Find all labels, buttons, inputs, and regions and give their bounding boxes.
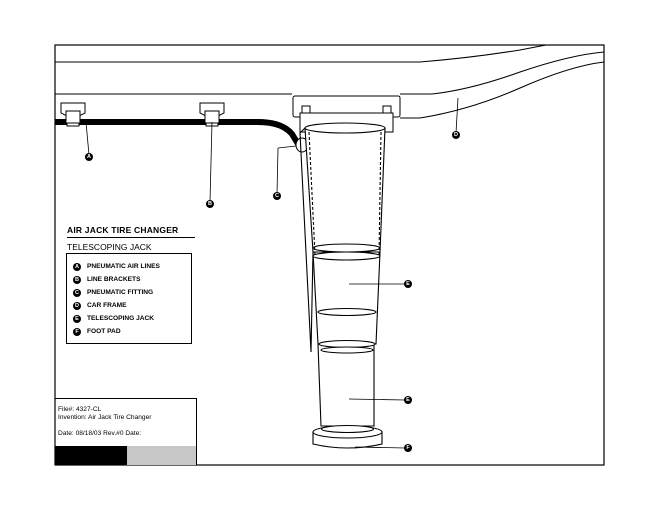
file-info-box: File#: 4327-CL Invention: Air Jack Tire … bbox=[55, 398, 197, 465]
drawing-title: AIR JACK TIRE CHANGER bbox=[67, 224, 195, 238]
revision-date: Date: 08/18/03 Rev.#0 Date: bbox=[58, 430, 142, 437]
legend-label: PNEUMATIC FITTING bbox=[87, 289, 154, 296]
callout-e-upper-label: E bbox=[406, 281, 410, 287]
callout-c: C bbox=[273, 192, 281, 200]
legend-item: D CAR FRAME bbox=[73, 299, 191, 312]
drawing-subtitle: TELESCOPING JACK bbox=[67, 242, 152, 252]
callout-f-label: F bbox=[406, 445, 410, 451]
legend-item: C PNEUMATIC FITTING bbox=[73, 286, 191, 299]
legend-badge: E bbox=[73, 314, 81, 323]
car-frame bbox=[55, 44, 605, 119]
file-number: File#: 4327-CL bbox=[58, 406, 102, 413]
callout-b: B bbox=[206, 200, 214, 208]
parts-legend: A PNEUMATIC AIR LINES B LINE BRACKETS C … bbox=[66, 253, 192, 344]
legend-label: PNEUMATIC AIR LINES bbox=[87, 263, 160, 270]
legend-badge: F bbox=[73, 327, 81, 336]
callout-d-label: D bbox=[454, 132, 458, 138]
callout-e-lower-label: E bbox=[406, 397, 410, 403]
legend-label: LINE BRACKETS bbox=[87, 276, 141, 283]
legend-badge: A bbox=[73, 262, 81, 271]
legend-item: A PNEUMATIC AIR LINES bbox=[73, 260, 191, 273]
callout-f: F bbox=[404, 444, 412, 452]
legend-label: FOOT PAD bbox=[87, 328, 121, 335]
legend-badge: D bbox=[73, 301, 81, 310]
gray-bar bbox=[127, 446, 196, 465]
callout-e-upper: E bbox=[404, 280, 412, 288]
legend-label: TELESCOPING JACK bbox=[87, 315, 155, 322]
legend-badge: B bbox=[73, 275, 81, 284]
legend-item: B LINE BRACKETS bbox=[73, 273, 191, 286]
legend-item: F FOOT PAD bbox=[73, 325, 191, 338]
callout-a-label: A bbox=[87, 154, 91, 160]
legend-label: CAR FRAME bbox=[87, 302, 127, 309]
invention-name: Invention: Air Jack Tire Changer bbox=[58, 414, 152, 421]
line-bracket-left bbox=[60, 102, 86, 127]
callout-d: D bbox=[452, 131, 460, 139]
callout-c-label: C bbox=[275, 193, 279, 199]
legend-item: E TELESCOPING JACK bbox=[73, 312, 191, 325]
leader-lines bbox=[85, 97, 459, 449]
callout-b-label: B bbox=[208, 201, 212, 207]
black-bar bbox=[55, 446, 127, 465]
callout-a: A bbox=[85, 153, 93, 161]
drawing-title-block: AIR JACK TIRE CHANGER TELESCOPING JACK bbox=[67, 224, 195, 253]
sheet-border bbox=[54, 44, 605, 466]
pneumatic-air-line bbox=[55, 119, 301, 146]
legend-badge: C bbox=[73, 288, 81, 297]
telescoping-jack bbox=[299, 122, 386, 427]
callout-e-lower: E bbox=[404, 396, 412, 404]
foot-pad bbox=[312, 424, 383, 449]
